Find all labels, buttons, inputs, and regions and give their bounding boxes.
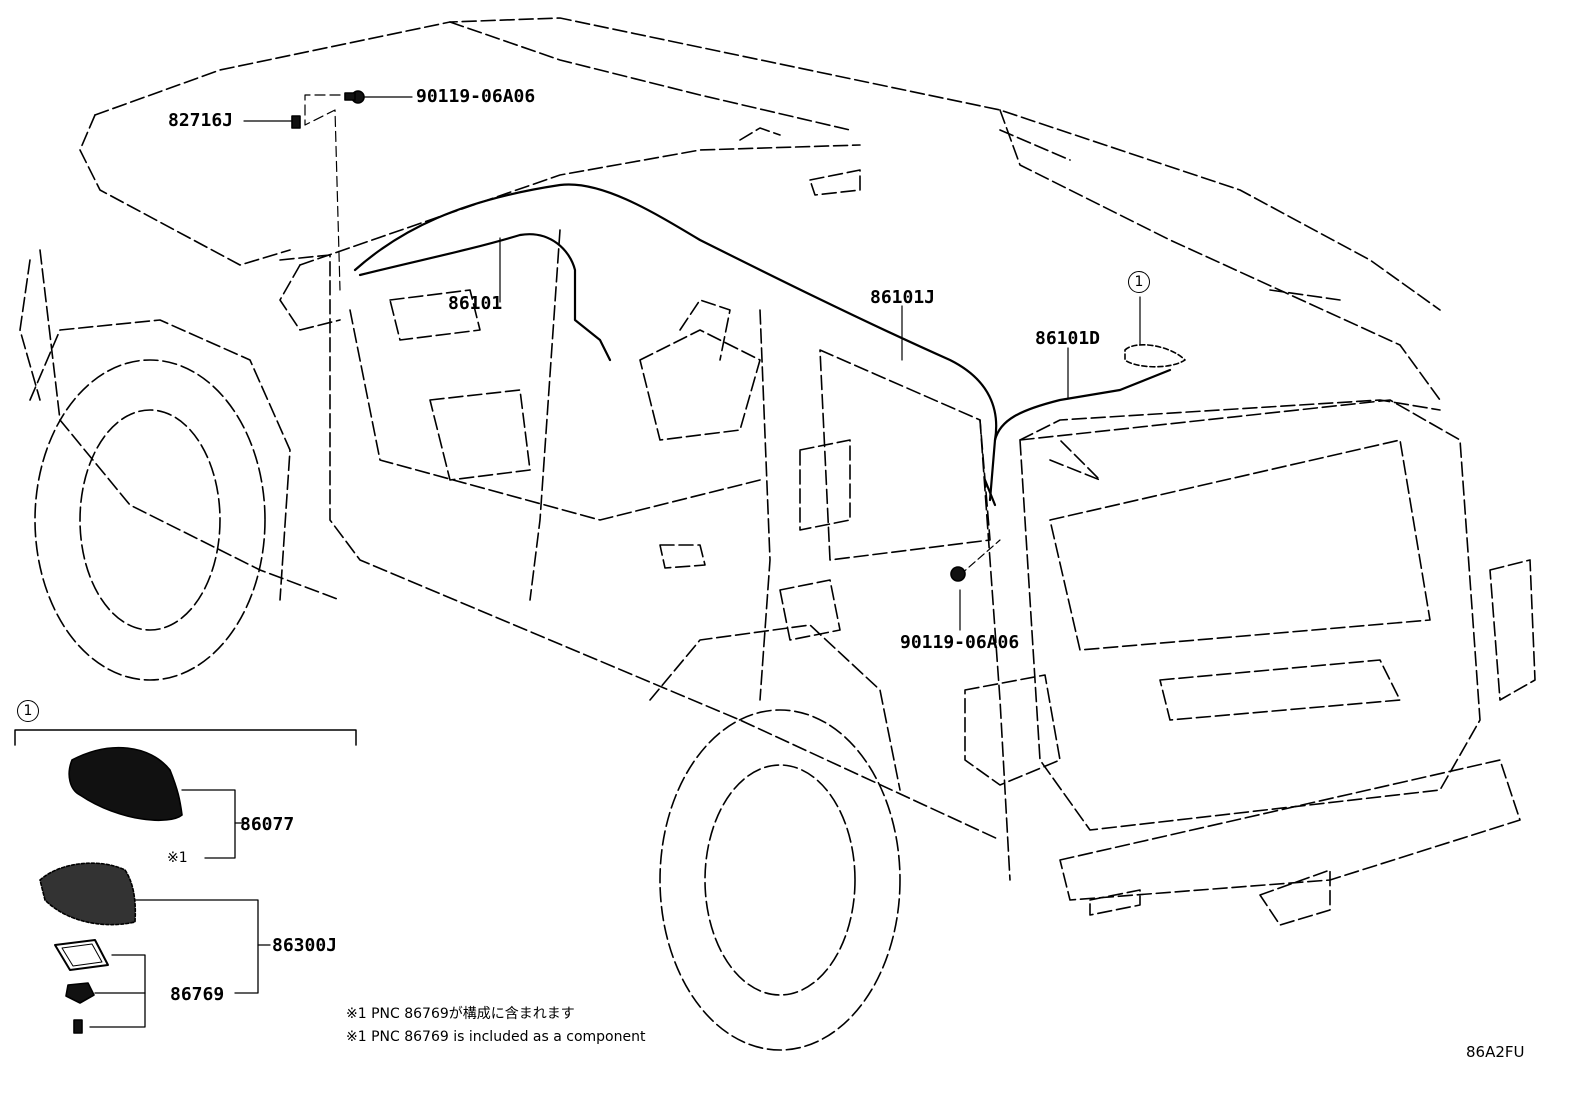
- bolt-shape: [73, 1019, 83, 1034]
- callout-marker-inset: 1: [17, 700, 39, 722]
- footnote-english: ※1 PNC 86769 is included as a component: [346, 1029, 646, 1045]
- part-label-antenna-cover: 86077: [240, 814, 295, 835]
- nut-shape: [65, 982, 95, 1004]
- part-label-antenna-assy: 86300J: [272, 935, 338, 956]
- vehicle-body-outline: [19, 17, 1536, 1051]
- antenna-assy-shape: [39, 862, 137, 926]
- part-label-harness-d: 86101D: [1035, 328, 1101, 349]
- callout-marker-roof: 1: [1128, 271, 1150, 293]
- part-label-clamp: 82716J: [168, 110, 234, 131]
- part-label-gasket: 86769: [170, 984, 225, 1005]
- antenna-cover-shape: [68, 746, 183, 822]
- part-label-bolt-rear: 90119-06A06: [900, 632, 1020, 653]
- antenna-harness: [353, 183, 1172, 507]
- part-label-bolt-top: 90119-06A06: [416, 86, 536, 107]
- leader-lines: [243, 96, 1141, 631]
- note-mark-label: ※1: [167, 850, 188, 866]
- part-label-harness-j: 86101J: [870, 287, 936, 308]
- figure-code: 86A2FU: [1466, 1043, 1525, 1061]
- footnote-japanese: ※1 PNC 86769が構成に含まれます: [346, 1006, 575, 1022]
- part-label-harness-main: 86101: [448, 293, 503, 314]
- gasket-shape: [54, 939, 109, 971]
